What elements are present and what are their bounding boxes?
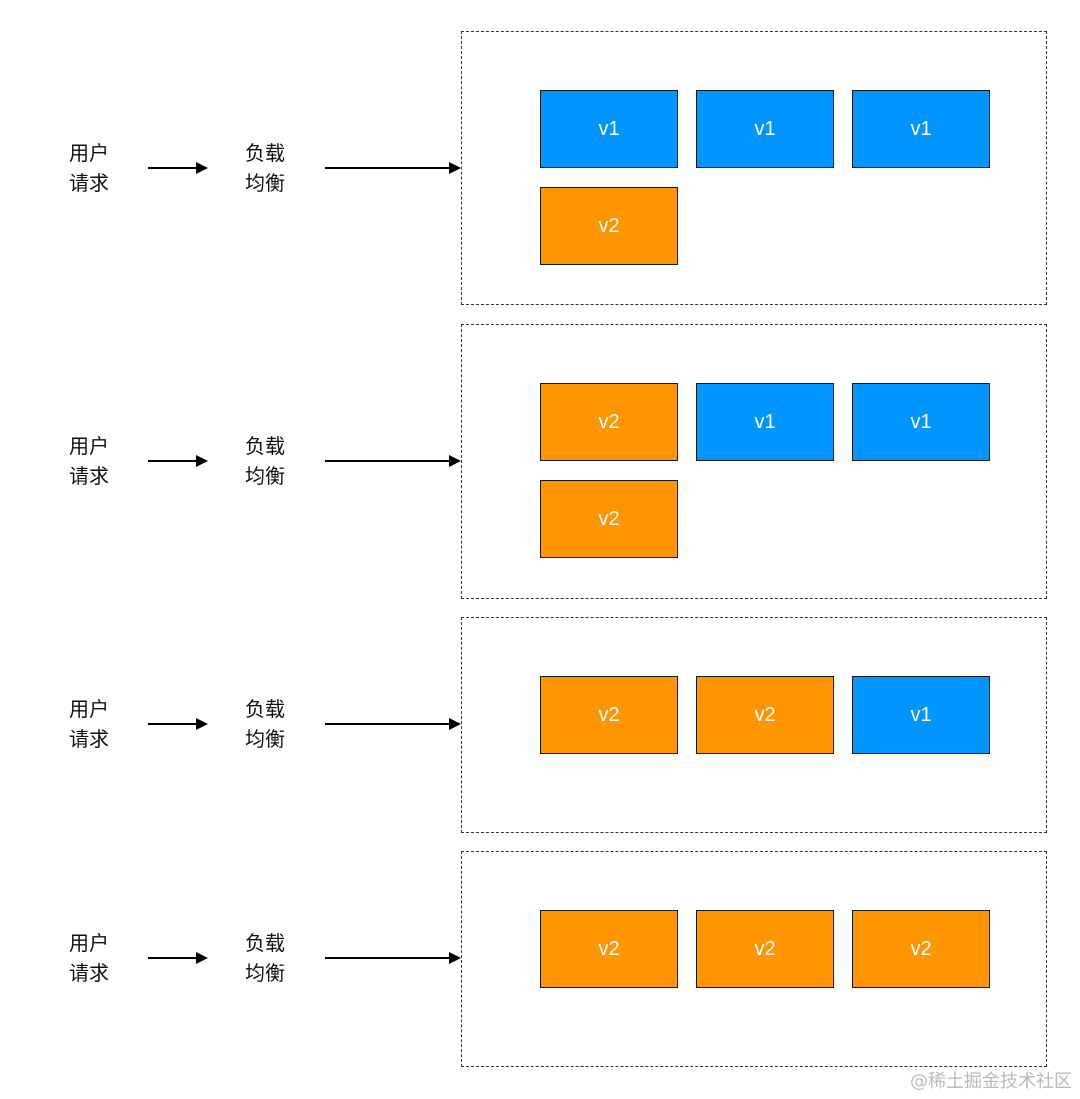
instance-box: v1	[852, 383, 990, 461]
instance-box: v2	[696, 676, 834, 754]
arrow-to-instances	[325, 952, 461, 964]
arrow-to-load-balancer	[148, 952, 208, 964]
arrow-to-instances	[325, 718, 461, 730]
user-request-label: 用户 请求	[69, 931, 109, 985]
instance-box: v1	[696, 90, 834, 168]
user-request-label: 用户 请求	[69, 697, 109, 751]
instance-box: v2	[852, 910, 990, 988]
arrow-to-instances	[325, 455, 461, 467]
arrow-to-load-balancer	[148, 718, 208, 730]
instance-box: v2	[540, 383, 678, 461]
load-balancer-label: 负载 均衡	[245, 697, 285, 751]
instance-group: v2 v1 v1 v2	[461, 324, 1047, 599]
watermark: @稀土掘金技术社区	[910, 1071, 1072, 1092]
instance-box: v1	[852, 676, 990, 754]
instance-box: v2	[540, 187, 678, 265]
load-balancer-label: 负载 均衡	[245, 434, 285, 488]
instance-box: v2	[696, 910, 834, 988]
load-balancer-label: 负载 均衡	[245, 931, 285, 985]
instance-group: v2 v2 v2	[461, 851, 1047, 1067]
arrow-to-load-balancer	[148, 162, 208, 174]
arrow-to-load-balancer	[148, 455, 208, 467]
instance-box: v2	[540, 480, 678, 558]
load-balancer-label: 负载 均衡	[245, 141, 285, 195]
instance-box: v2	[540, 910, 678, 988]
user-request-label: 用户 请求	[69, 141, 109, 195]
user-request-label: 用户 请求	[69, 434, 109, 488]
instance-group: v2 v2 v1	[461, 617, 1047, 833]
arrow-to-instances	[325, 162, 461, 174]
instance-box: v2	[540, 676, 678, 754]
instance-box: v1	[852, 90, 990, 168]
instance-group: v1 v1 v1 v2	[461, 31, 1047, 305]
instance-box: v1	[540, 90, 678, 168]
instance-box: v1	[696, 383, 834, 461]
